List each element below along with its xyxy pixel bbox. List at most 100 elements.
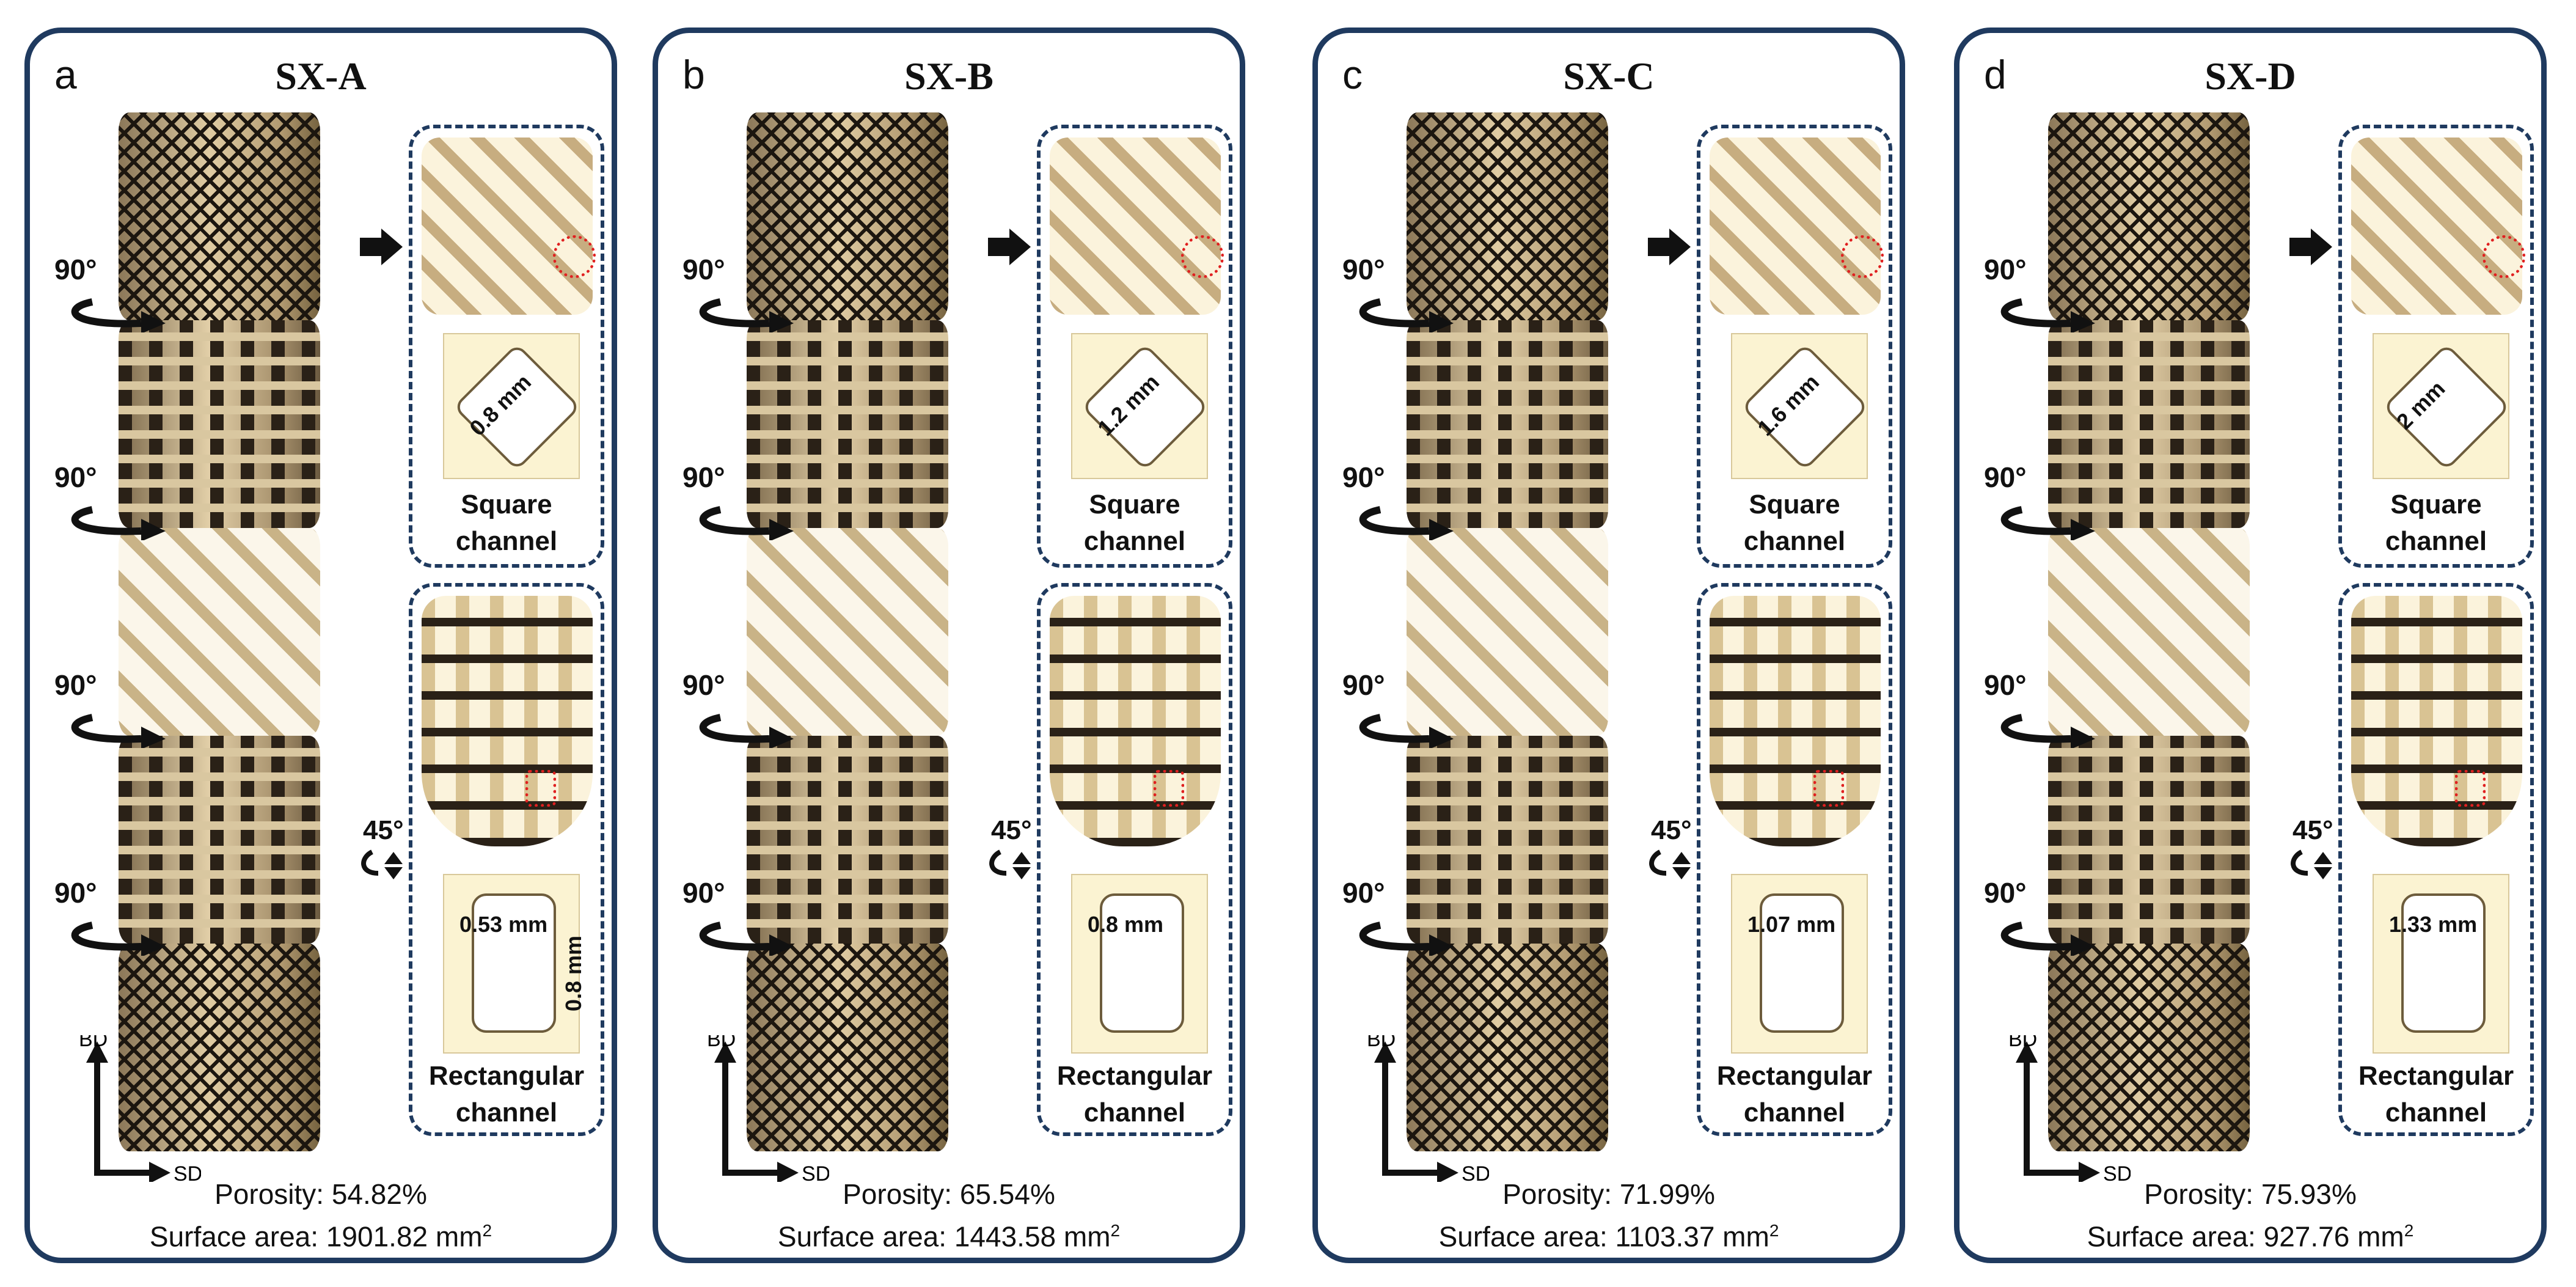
scaffold-segment-2	[119, 320, 320, 528]
panel-title: SX-B	[904, 54, 993, 98]
rect-width-dimension: 1.33 mm	[2389, 912, 2478, 937]
rect-height-dimension: 0.8 mm	[561, 935, 587, 1012]
scaffold-cylinder	[2048, 112, 2250, 1151]
highlight-circle	[1841, 235, 1884, 278]
rotate-arrow-icon	[71, 298, 166, 332]
square-caption-2: channel	[2385, 526, 2487, 556]
scaffold-segment-2	[1407, 320, 1608, 528]
rotate-arrow-icon	[2000, 298, 2095, 332]
rotation-45-label: 45°	[991, 815, 1032, 845]
panel-title: SX-C	[1563, 54, 1655, 98]
rectangular-channel-zoom: 0.53 mm 0.8 mm	[443, 874, 586, 1054]
rotation-45-label: 45°	[2292, 815, 2333, 845]
axis-sd-label: SD	[174, 1162, 201, 1182]
square-caption-1: Square	[2390, 490, 2482, 519]
porosity-text: Porosity: 71.99%	[1502, 1178, 1715, 1210]
rect-width-dimension: 1.07 mm	[1747, 912, 1836, 937]
rectangular-lattice-view	[1710, 596, 1881, 846]
square-channel-zoom: 1.2 mm	[1071, 333, 1209, 479]
scaffold-segment-4	[2048, 736, 2250, 944]
rectangular-channel-zoom: 1.07 mm	[1731, 874, 1868, 1054]
square-channel-inset: 1.2 mm Square channel	[1037, 125, 1232, 568]
rotation-label-4: 90°	[54, 877, 97, 909]
rectangular-channel-inset: 0.53 mm 0.8 mm Rectangular channel	[409, 583, 604, 1136]
square-caption-2: channel	[1083, 526, 1186, 556]
rotation-label-2: 90°	[1342, 461, 1385, 493]
scaffold-segment-1	[119, 112, 320, 320]
scaffold-segment-2	[2048, 320, 2250, 528]
rectangular-channel-inset: 0.8 mm Rectangular channel	[1037, 583, 1232, 1136]
rotation-label-1: 90°	[682, 254, 725, 285]
surface-area-text: Surface area: 1443.58 mm2	[777, 1220, 1121, 1253]
rectangular-channel-zoom: 1.33 mm	[2373, 874, 2509, 1054]
rotate-arrow-icon	[2000, 714, 2095, 748]
rotation-label-3: 90°	[682, 669, 725, 701]
scaffold-segment-2	[747, 320, 948, 528]
axis-bd-label: BD	[79, 1035, 108, 1051]
rect-caption-1: Rectangular	[2358, 1061, 2514, 1091]
rotation-label-1: 90°	[54, 254, 97, 285]
scaffold-cylinder	[119, 112, 320, 1151]
scaffold-segment-3	[1407, 528, 1608, 736]
square-caption-1: Square	[1089, 490, 1180, 519]
axis-arrows-icon: BD SD	[707, 1035, 829, 1182]
axis-arrows-icon: BD SD	[1367, 1035, 1489, 1182]
surface-area-text: Surface area: 1103.37 mm2	[1438, 1220, 1779, 1253]
rotate-arrow-icon	[699, 922, 794, 956]
rotation-45-label: 45°	[363, 815, 404, 845]
right-arrow-icon	[1648, 229, 1691, 265]
rotate-arrow-icon	[1359, 922, 1454, 956]
surface-area-text: Surface area: 927.76 mm2	[2087, 1220, 2414, 1253]
highlight-box	[2455, 770, 2486, 807]
panel-stats: Porosity: 71.99% Surface area: 1103.37 m…	[1318, 1176, 1900, 1255]
scaffold-segment-5	[747, 944, 948, 1151]
highlight-circle	[2483, 235, 2525, 278]
panel-letter: d	[1984, 52, 2007, 97]
right-arrow-icon	[2289, 229, 2332, 265]
rectangular-hole	[2401, 893, 2486, 1033]
square-channel-zoom: 1.6 mm	[1731, 333, 1869, 479]
panel-stats: Porosity: 54.82% Surface area: 1901.82 m…	[30, 1176, 612, 1255]
rotation-label-2: 90°	[1984, 461, 2027, 493]
scaffold-segment-1	[2048, 112, 2250, 320]
panel-b: b SX-B 90° 90° 90° 90°	[653, 28, 1245, 1263]
panel-c: c SX-C 90° 90° 90° 90°	[1312, 28, 1905, 1263]
scaffold-segment-3	[747, 528, 948, 736]
axis-sd-label: SD	[802, 1162, 829, 1182]
square-channel-zoom: 0.8 mm	[443, 333, 581, 479]
rectangular-lattice-view	[2351, 596, 2522, 846]
rotation-label-3: 90°	[1342, 669, 1385, 701]
square-channel-zoom: 2 mm	[2373, 333, 2511, 479]
rotation-45-label: 45°	[1651, 815, 1692, 845]
porosity-text: Porosity: 75.93%	[2144, 1178, 2357, 1210]
highlight-circle	[1181, 235, 1224, 278]
panel-a: a SX-A 90° 90° 90° 90°	[24, 28, 617, 1263]
rotate-45-icon	[1649, 849, 1691, 879]
right-arrow-icon	[988, 229, 1031, 265]
rectangular-hole	[472, 893, 556, 1033]
porosity-text: Porosity: 54.82%	[214, 1178, 427, 1210]
rectangular-channel-inset: 1.33 mm Rectangular channel	[2338, 583, 2534, 1136]
rotation-label-4: 90°	[682, 877, 725, 909]
square-channel-inset: 0.8 mm Square channel	[409, 125, 604, 568]
rect-width-dimension: 0.53 mm	[459, 912, 548, 937]
rotate-arrow-icon	[71, 506, 166, 540]
square-lattice-view	[1710, 138, 1881, 315]
rotate-arrow-icon	[71, 922, 166, 956]
rotate-arrow-icon	[699, 714, 794, 748]
axis-arrows-icon: BD SD	[79, 1035, 201, 1182]
rotate-arrow-icon	[699, 506, 794, 540]
square-channel-inset: 2 mm Square channel	[2338, 125, 2534, 568]
scaffold-segment-5	[2048, 944, 2250, 1151]
rect-width-dimension: 0.8 mm	[1088, 912, 1164, 937]
rotation-label-3: 90°	[1984, 669, 2027, 701]
rotation-label-4: 90°	[1984, 877, 2027, 909]
rect-caption-1: Rectangular	[1056, 1061, 1213, 1091]
square-channel-inset: 1.6 mm Square channel	[1697, 125, 1892, 568]
panel-d: d SX-D 90° 90° 90° 90°	[1954, 28, 2547, 1263]
scaffold-segment-5	[1407, 944, 1608, 1151]
rectangular-lattice-view	[1050, 596, 1221, 846]
square-lattice-view	[2351, 138, 2522, 315]
scaffold-segment-1	[747, 112, 948, 320]
square-caption-2: channel	[455, 526, 558, 556]
